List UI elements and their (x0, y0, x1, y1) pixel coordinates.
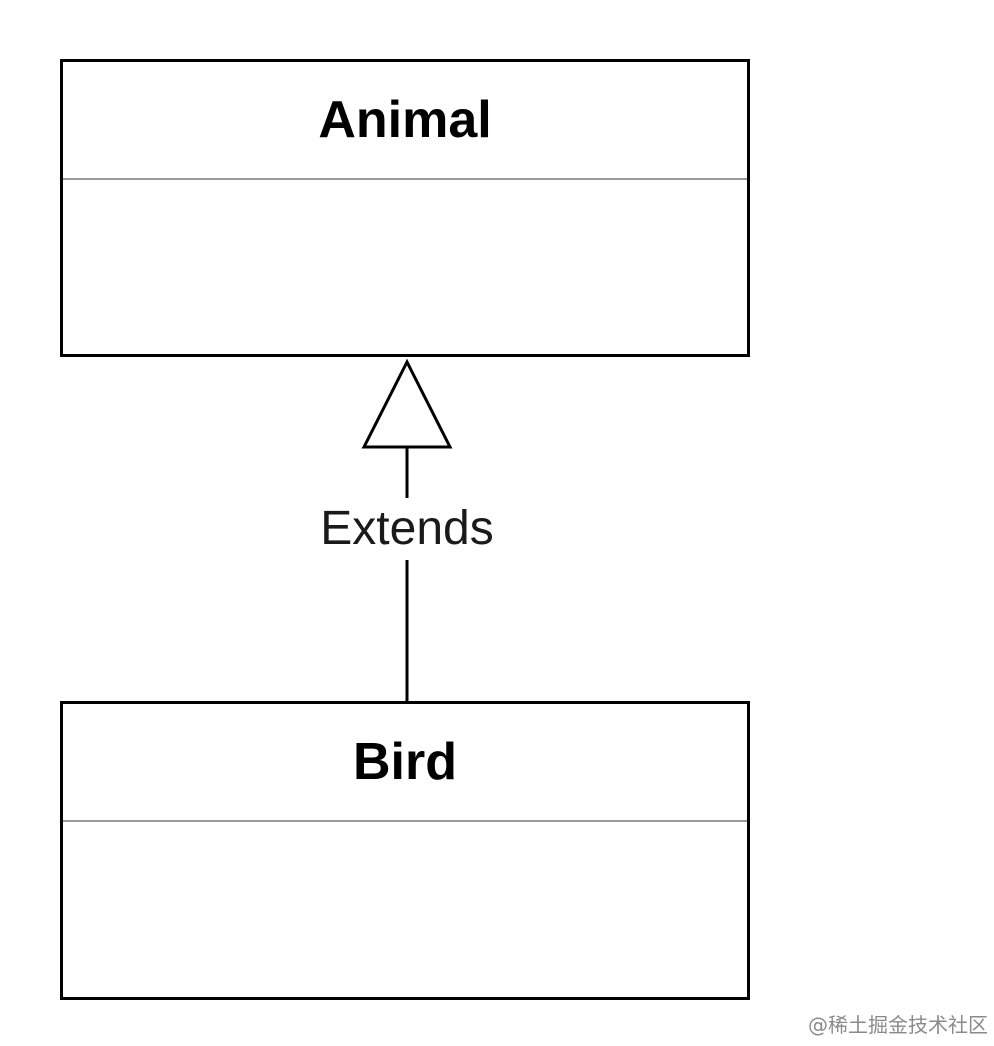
relation-label: Extends (300, 498, 514, 560)
class-bird-body (63, 822, 747, 996)
class-animal-body (63, 180, 747, 354)
watermark: @稀土掘金技术社区 (808, 1013, 988, 1037)
class-animal-name: Animal (63, 62, 747, 180)
inheritance-arrowhead (361, 358, 453, 449)
class-bird-name: Bird (63, 704, 747, 822)
class-bird: Bird (60, 701, 750, 1000)
class-animal: Animal (60, 59, 750, 357)
